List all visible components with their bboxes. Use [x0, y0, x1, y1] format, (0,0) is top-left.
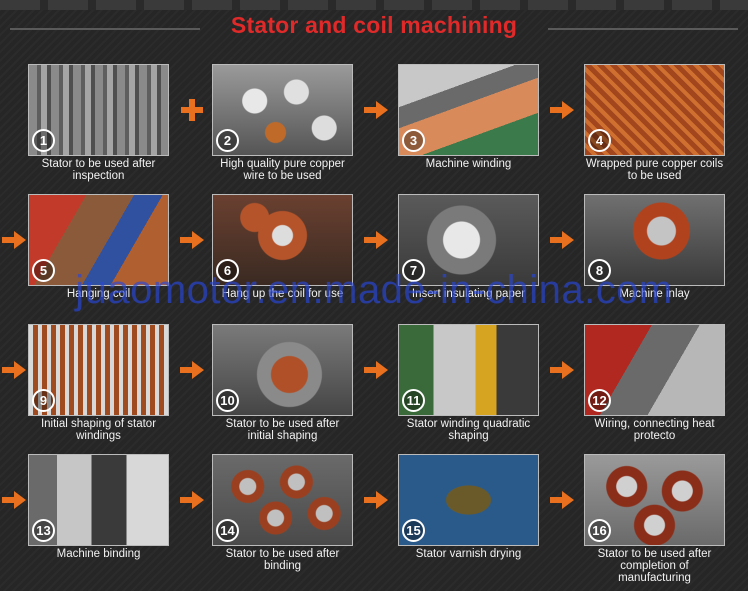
arrow-right-icon: [364, 231, 388, 249]
arrow-right-icon: [180, 361, 204, 379]
step-caption: Wiring, connecting heat protecto: [594, 418, 715, 442]
step-caption: Stator to be used after completion of ma…: [597, 548, 712, 584]
header-stripe: [0, 0, 748, 10]
step-number-badge: 9: [32, 389, 55, 412]
step-number-badge: 5: [32, 259, 55, 282]
arrow-right-icon: [550, 491, 574, 509]
step-photo: 8: [584, 194, 725, 286]
plus-icon: [181, 99, 203, 121]
arrow-right-icon: [2, 491, 26, 509]
arrow-right-icon: [550, 361, 574, 379]
step-card: 15 Stator varnish drying: [398, 454, 539, 560]
arrow-right-icon: [364, 101, 388, 119]
step-number-badge: 11: [402, 389, 425, 412]
step-caption: Stator to be used after initial shaping: [225, 418, 340, 442]
step-photo: 11: [398, 324, 539, 416]
step-photo: 4: [584, 64, 725, 156]
step-number-badge: 8: [588, 259, 611, 282]
step-number-badge: 10: [216, 389, 239, 412]
step-number-badge: 3: [402, 129, 425, 152]
step-card: 6 Hang up the coil for use: [212, 194, 353, 300]
step-card: 1 Stator to be used after inspection: [28, 64, 169, 182]
step-number-badge: 4: [588, 129, 611, 152]
step-photo: 16: [584, 454, 725, 546]
step-card: 13 Machine binding: [28, 454, 169, 560]
step-caption: Initial shaping of stator windings: [40, 418, 157, 442]
step-number-badge: 12: [588, 389, 611, 412]
step-card: 12 Wiring, connecting heat protecto: [584, 324, 725, 442]
arrow-right-icon: [364, 361, 388, 379]
step-caption: Machine inlay: [619, 288, 690, 300]
step-caption: Wrapped pure copper coils to be used: [585, 158, 724, 182]
step-number-badge: 6: [216, 259, 239, 282]
step-card: 14 Stator to be used after binding: [212, 454, 353, 572]
step-caption: Stator to be used after inspection: [41, 158, 156, 182]
step-caption: Stator varnish drying: [415, 548, 522, 560]
step-number-badge: 14: [216, 519, 239, 542]
step-photo: 5: [28, 194, 169, 286]
arrow-right-icon: [2, 361, 26, 379]
step-photo: 6: [212, 194, 353, 286]
arrow-right-icon: [364, 491, 388, 509]
step-caption: Hanging coil: [66, 288, 131, 300]
step-number-badge: 15: [402, 519, 425, 542]
step-caption: Stator winding quadratic shaping: [406, 418, 531, 442]
step-caption: Machine winding: [425, 158, 512, 170]
step-photo: 10: [212, 324, 353, 416]
step-card: 10 Stator to be used after initial shapi…: [212, 324, 353, 442]
step-photo: 3: [398, 64, 539, 156]
page-title: Stator and coil machining: [230, 12, 518, 38]
step-caption: Stator to be used after binding: [225, 548, 340, 572]
step-number-badge: 2: [216, 129, 239, 152]
step-card: 4 Wrapped pure copper coils to be used: [584, 64, 725, 182]
title-rule-left: [10, 28, 200, 30]
step-card: 9 Initial shaping of stator windings: [28, 324, 169, 442]
step-card: 7 Insert insulating paper: [398, 194, 539, 300]
step-number-badge: 16: [588, 519, 611, 542]
step-photo: 12: [584, 324, 725, 416]
step-number-badge: 1: [32, 129, 55, 152]
step-photo: 15: [398, 454, 539, 546]
step-photo: 7: [398, 194, 539, 286]
step-photo: 1: [28, 64, 169, 156]
step-photo: 13: [28, 454, 169, 546]
step-card: 11 Stator winding quadratic shaping: [398, 324, 539, 442]
arrow-right-icon: [180, 231, 204, 249]
step-caption: Insert insulating paper: [411, 288, 526, 300]
step-caption: Hang up the coil for use: [221, 288, 344, 300]
step-card: 16 Stator to be used after completion of…: [584, 454, 725, 584]
step-photo: 9: [28, 324, 169, 416]
step-number-badge: 7: [402, 259, 425, 282]
step-card: 2 High quality pure copper wire to be us…: [212, 64, 353, 182]
step-caption: High quality pure copper wire to be used: [220, 158, 345, 182]
arrow-right-icon: [2, 231, 26, 249]
step-card: 5 Hanging coil: [28, 194, 169, 300]
step-card: 8 Machine inlay: [584, 194, 725, 300]
arrow-right-icon: [180, 491, 204, 509]
arrow-right-icon: [550, 101, 574, 119]
step-photo: 14: [212, 454, 353, 546]
step-card: 3 Machine winding: [398, 64, 539, 170]
step-caption: Machine binding: [56, 548, 141, 560]
step-photo: 2: [212, 64, 353, 156]
arrow-right-icon: [550, 231, 574, 249]
title-rule-right: [548, 28, 738, 30]
step-number-badge: 13: [32, 519, 55, 542]
